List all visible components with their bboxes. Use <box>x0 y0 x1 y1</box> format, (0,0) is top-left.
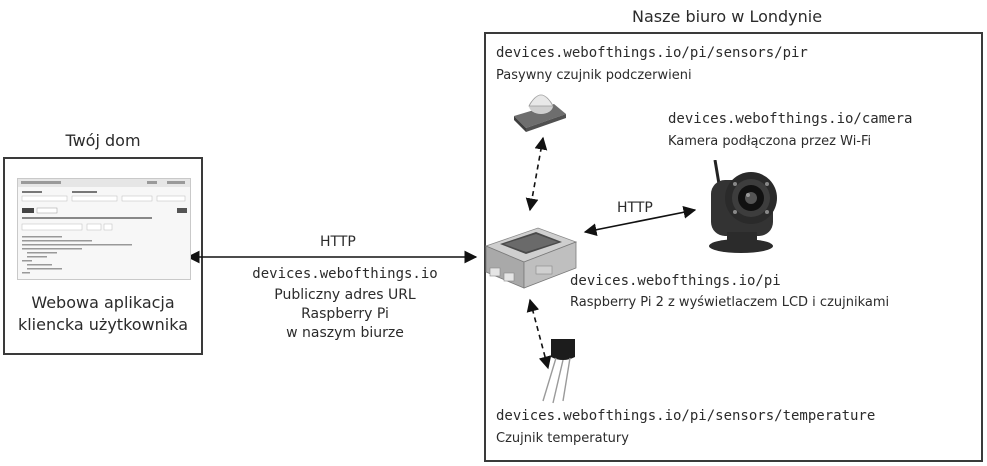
pir-sensor-image <box>514 94 566 132</box>
camera-url[interactable]: devices.webofthings.io/camera <box>668 111 913 127</box>
pir-dashed-arrow <box>525 136 548 212</box>
raspberry-pi-image <box>484 227 578 289</box>
home-http-label: HTTP <box>320 234 356 250</box>
office-title: Nasze biuro w Londynie <box>632 7 823 26</box>
pi-public-desc-line3: w naszym biurze <box>286 325 404 341</box>
pi-desc: Raspberry Pi 2 z wyświetlaczem LCD i czu… <box>570 295 890 310</box>
client-label-line2: kliencka użytkownika <box>17 315 189 334</box>
pi-public-desc-line1: Publiczny adres URL <box>274 287 416 303</box>
home-title: Twój dom <box>65 131 141 150</box>
pi-public-url: devices.webofthings.io <box>252 266 438 282</box>
temperature-url[interactable]: devices.webofthings.io/pi/sensors/temper… <box>496 408 876 424</box>
camera-desc: Kamera podłączona przez Wi-Fi <box>668 134 872 149</box>
office-box <box>484 32 983 462</box>
pi-url[interactable]: devices.webofthings.io/pi <box>570 273 781 289</box>
pi-public-desc-line2: Raspberry Pi <box>301 306 389 322</box>
client-label-line1: Webowa aplikacja <box>31 293 175 312</box>
pir-desc: Pasywny czujnik podczerwieni <box>496 68 692 83</box>
temperature-dashed-arrow <box>526 298 552 370</box>
camera-http-arrow <box>583 205 697 237</box>
temperature-sensor-image <box>542 339 575 404</box>
web-client-screenshot[interactable] <box>17 178 191 280</box>
wifi-camera-image <box>709 160 777 253</box>
temperature-desc: Czujnik temperatury <box>496 431 629 446</box>
pir-url[interactable]: devices.webofthings.io/pi/sensors/pir <box>496 45 808 61</box>
camera-http-label: HTTP <box>617 200 653 216</box>
